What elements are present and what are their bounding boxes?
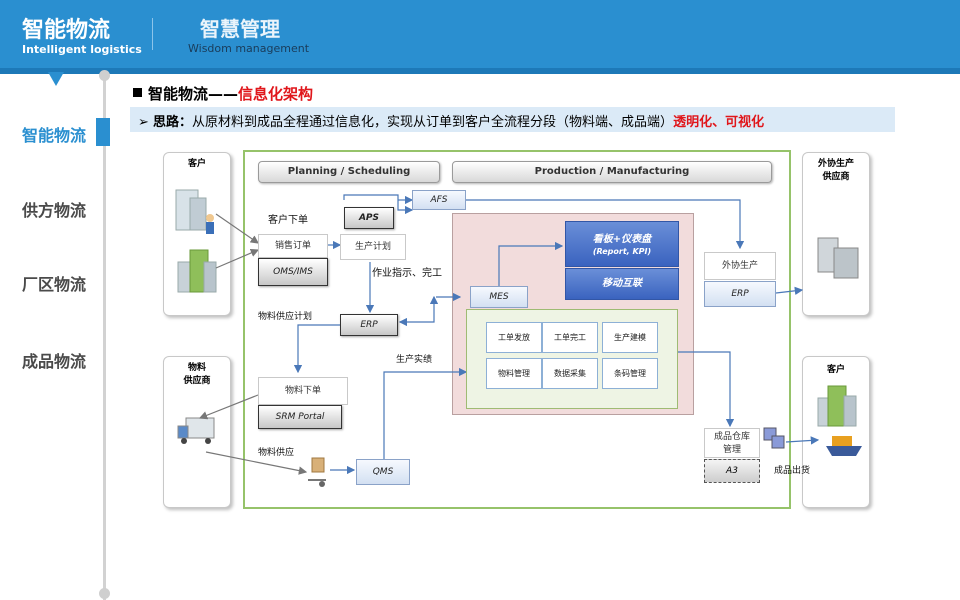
material-plan-label: 物料供应计划 — [258, 312, 313, 322]
caret-down-icon — [48, 72, 64, 86]
kanban-title: 看板+仪表盘 — [592, 234, 652, 245]
idea-label: 思路： — [153, 115, 193, 130]
outsource-label: 外协生产 供应商 — [817, 159, 854, 182]
idea-banner — [130, 107, 895, 132]
work-instruction-label: 作业指示、完工 — [372, 268, 442, 279]
material-supply-label: 物料供应 — [258, 448, 295, 458]
idea-highlight: 透明化、可视化 — [673, 115, 765, 130]
kanban-subtitle: (Report, KPI) — [592, 247, 652, 256]
brand-title: 智能物流 — [22, 18, 111, 43]
brand-subtitle: Intelligent logistics — [22, 43, 142, 56]
timeline-dot-icon — [99, 588, 110, 599]
oms-box[interactable]: OMS/IMS — [258, 258, 328, 286]
section-subtitle: Wisdom management — [188, 42, 310, 55]
work-order-complete-cell[interactable]: 工单完工 — [542, 322, 598, 353]
hand-truck-icon — [308, 457, 326, 487]
heading-highlight: 信息化架构 — [238, 85, 314, 103]
idea-text: 从原材料到成品全程通过信息化，实现从订单到客户全流程分段（物料端、成品端） — [192, 115, 674, 130]
page-heading: 智能物流——信息化架构 — [148, 83, 313, 104]
production-actual-label: 生产实绩 — [396, 355, 433, 365]
bullet-square-icon — [133, 88, 142, 97]
supplier-label: 物料 供应商 — [183, 363, 211, 386]
mes-box[interactable]: MES — [470, 286, 528, 308]
fg-shipping-label: 成品出货 — [774, 466, 811, 476]
heading-prefix: 智能物流—— — [148, 85, 239, 103]
customer-label-right: 客户 — [826, 365, 845, 375]
office-building-icon — [817, 385, 857, 427]
active-nav-marker — [96, 118, 110, 146]
data-collection-cell[interactable]: 数据采集 — [542, 358, 598, 389]
sales-order-box[interactable]: 销售订单 — [258, 234, 328, 258]
srm-portal-box[interactable]: SRM Portal — [258, 405, 342, 429]
factory-icon — [817, 237, 859, 279]
erp-right-box[interactable]: ERP — [704, 281, 776, 307]
nav-item-smart-logistics[interactable]: 智能物流 — [22, 126, 87, 145]
customer-order-label: 客户下单 — [268, 215, 308, 226]
production-header: Production / Manufacturing — [452, 161, 772, 183]
header-divider — [152, 18, 153, 50]
material-management-cell[interactable]: 物料管理 — [486, 358, 542, 389]
aps-box[interactable]: APS — [344, 207, 394, 229]
afs-box[interactable]: AFS — [412, 190, 466, 210]
erp-left-box[interactable]: ERP — [340, 314, 398, 336]
material-order-box[interactable]: 物料下单 — [258, 377, 348, 405]
production-modeling-cell[interactable]: 生产建模 — [602, 322, 658, 353]
truck-icon — [177, 417, 215, 444]
office-building-icon — [177, 249, 217, 293]
nav-timeline — [103, 74, 106, 600]
cargo-ship-icon — [826, 436, 862, 456]
customer-label-left: 客户 — [187, 159, 206, 169]
a3-box[interactable]: A3 — [704, 459, 760, 483]
mobile-internet-box[interactable]: 移动互联 — [565, 268, 679, 300]
barcode-management-cell[interactable]: 条码管理 — [602, 358, 658, 389]
planning-header: Planning / Scheduling — [258, 161, 440, 183]
nav-item-plant-logistics[interactable]: 厂区物流 — [22, 275, 87, 294]
office-building-icon — [175, 189, 214, 234]
arrow-bullet-icon: ➢ — [138, 115, 154, 130]
outsource-production-box[interactable]: 外协生产 — [704, 252, 776, 280]
banner-bottom-stripe — [0, 68, 960, 74]
top-banner — [0, 0, 960, 74]
nav-item-supplier-logistics[interactable]: 供方物流 — [22, 201, 87, 220]
qms-box[interactable]: QMS — [356, 459, 410, 485]
production-plan-box[interactable]: 生产计划 — [340, 234, 406, 260]
boxes-icon — [763, 427, 785, 449]
timeline-dot-icon — [99, 70, 110, 81]
customer-panel-right — [802, 356, 870, 508]
nav-item-finished-goods-logistics[interactable]: 成品物流 — [22, 352, 87, 371]
outsource-panel — [802, 152, 870, 316]
fg-warehouse-box[interactable]: 成品仓库 管理 — [704, 428, 760, 458]
section-title: 智慧管理 — [200, 17, 280, 41]
work-order-release-cell[interactable]: 工单发放 — [486, 322, 542, 353]
idea-line: ➢ 思路：从原材料到成品全程通过信息化，实现从订单到客户全流程分段（物料端、成品… — [138, 111, 764, 130]
kanban-dashboard-box[interactable]: 看板+仪表盘 (Report, KPI) — [565, 221, 679, 267]
